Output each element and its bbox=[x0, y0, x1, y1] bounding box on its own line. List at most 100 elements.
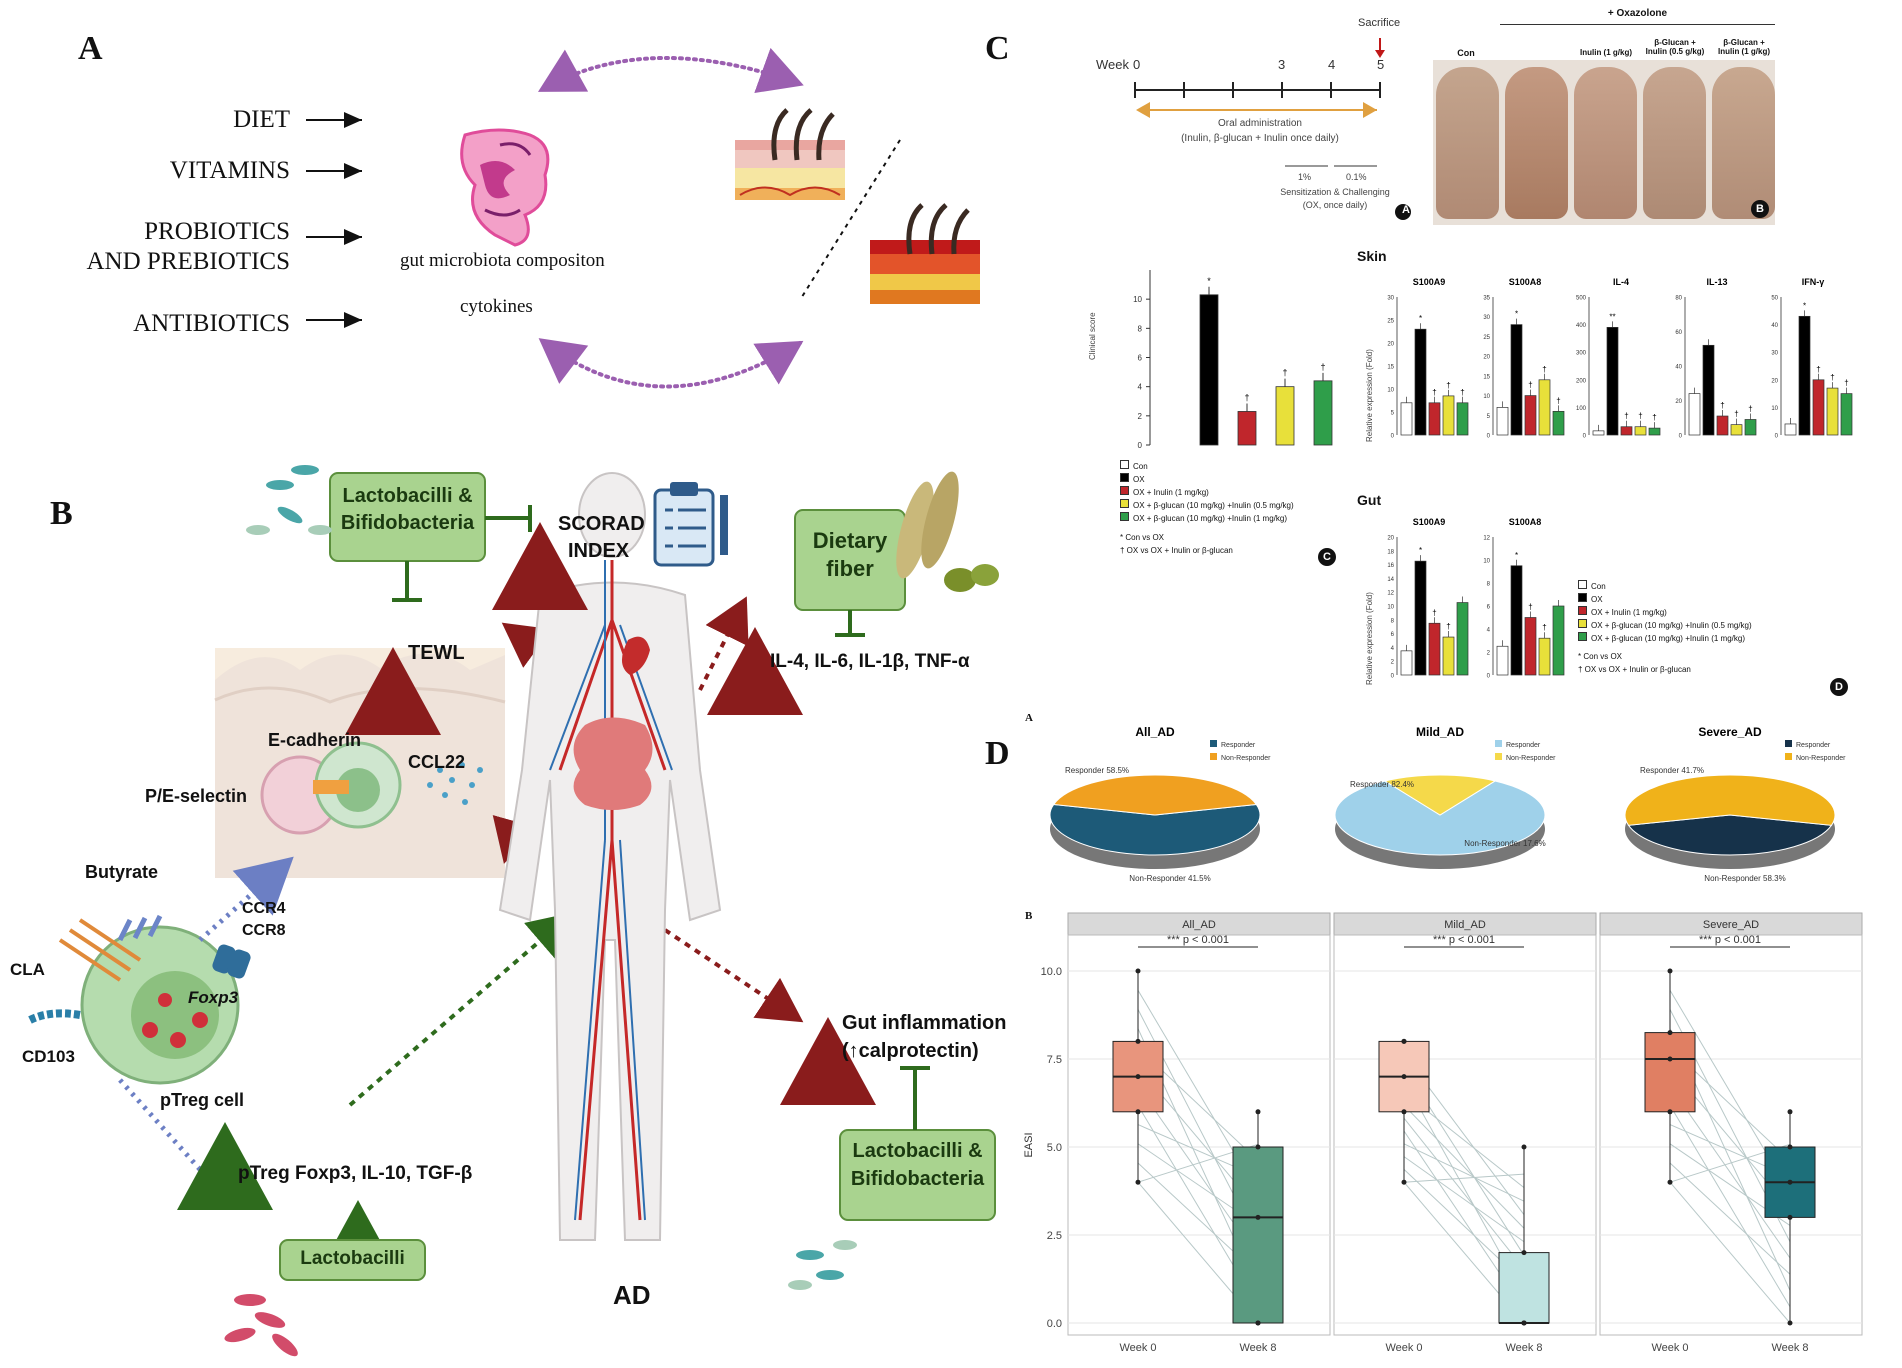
skin-bar bbox=[1456, 402, 1469, 436]
score-bar bbox=[1237, 411, 1257, 446]
gut-tick-label: 10 bbox=[1483, 559, 1490, 565]
skin-title: Skin bbox=[1357, 248, 1387, 264]
cd103-label: CD103 bbox=[22, 1047, 75, 1066]
facet-title: Mild_AD bbox=[1444, 919, 1486, 931]
gut-bar bbox=[1456, 602, 1469, 676]
skin-bar bbox=[1510, 324, 1523, 436]
grain-icon bbox=[896, 471, 999, 592]
arrow-to-selectin bbox=[198, 856, 294, 942]
score-legend-con: Con bbox=[1120, 460, 1294, 473]
cytokine-list-label: IL-4, IL-6, IL-1β, TNF-α bbox=[770, 651, 970, 672]
gut-legend-inulin: OX + Inulin (1 mg/kg) bbox=[1578, 606, 1752, 619]
lacto-bifido-bottom-line1: Lactobacilli & bbox=[852, 1140, 983, 1162]
sig-label: *** p < 0.001 bbox=[1167, 934, 1229, 946]
human-body-icon bbox=[498, 472, 722, 1241]
score-legend-bg05: OX + β-glucan (10 mg/kg) +Inulin (0.5 mg… bbox=[1120, 499, 1294, 512]
timeline-week-label: Week bbox=[1096, 57, 1129, 72]
skin-bar bbox=[1812, 379, 1825, 436]
skin-sig-mark: † bbox=[1556, 396, 1560, 405]
skin-tick-label: 5 bbox=[1391, 411, 1395, 417]
pie-legend-label: Responder bbox=[1796, 742, 1831, 749]
paired-line bbox=[1403, 1173, 1525, 1183]
skin-sig-mark: * bbox=[1419, 314, 1422, 323]
oxazolone-bar bbox=[1500, 24, 1775, 25]
skin-tick-label: 35 bbox=[1483, 296, 1490, 302]
photo-label-inulin: Inulin (1 g/kg) bbox=[1580, 48, 1632, 57]
box-point bbox=[1135, 1179, 1141, 1185]
oral-admin-line1: Oral administration bbox=[1218, 118, 1302, 129]
score-bar bbox=[1199, 294, 1219, 446]
box-point bbox=[1401, 1038, 1407, 1044]
factor-vitamins: VITAMINS bbox=[169, 157, 290, 184]
paired-line bbox=[1403, 1156, 1525, 1243]
skin-bar bbox=[1784, 423, 1797, 436]
sensitization-line1: Sensitization & Challenging bbox=[1280, 187, 1390, 197]
scorad-index-label: INDEX bbox=[568, 540, 630, 562]
mouse-photo-bg05 bbox=[1643, 67, 1706, 219]
ptreg-cell-icon bbox=[28, 914, 251, 1085]
pie-title: Mild_AD bbox=[1416, 725, 1464, 739]
gut-sig-mark: * bbox=[1515, 551, 1518, 560]
pie-legend-swatch bbox=[1495, 740, 1502, 747]
box bbox=[1232, 1146, 1284, 1324]
skin-bar bbox=[1798, 315, 1811, 436]
gut-tick-label: 20 bbox=[1387, 536, 1394, 542]
gut-tick-label: 8 bbox=[1487, 582, 1491, 588]
pie-slice-responder bbox=[1049, 803, 1261, 856]
skin-bar bbox=[1840, 393, 1853, 436]
pie-legend-swatch bbox=[1785, 753, 1792, 760]
box-xlabel: Week 8 bbox=[1505, 1342, 1542, 1354]
box-point bbox=[1521, 1320, 1527, 1326]
facet-panel bbox=[1067, 934, 1331, 1336]
gut-tick-label: 10 bbox=[1387, 605, 1394, 611]
gut-legend-bg05: OX + β-glucan (10 mg/kg) +Inulin (0.5 mg… bbox=[1578, 619, 1752, 632]
gut-bar bbox=[1414, 560, 1427, 676]
pie-label-nonresponder: Non-Responder 17.6% bbox=[1464, 839, 1545, 848]
score-legend: Con OX OX + Inulin (1 mg/kg) OX + β-gluc… bbox=[1120, 460, 1294, 557]
paired-line bbox=[1669, 1085, 1791, 1259]
skin-tick-label: 80 bbox=[1675, 296, 1682, 302]
photo-sub-letter: B bbox=[1751, 200, 1769, 218]
score-bar bbox=[1313, 380, 1333, 446]
clipboard-icon bbox=[653, 482, 728, 567]
skin-sig-mark: † bbox=[1432, 388, 1436, 397]
top-bidirectional-arrow bbox=[537, 47, 804, 94]
box-point bbox=[1521, 1144, 1527, 1150]
box-point bbox=[1787, 1214, 1793, 1220]
panel-a-graphics bbox=[306, 47, 980, 389]
pie-label-responder: Responder 58.5% bbox=[1065, 766, 1129, 775]
gut-sig-mark: † bbox=[1528, 603, 1532, 612]
skin-ylabel: Relative expression (Fold) bbox=[1365, 349, 1374, 442]
pie-slice-nonresponder bbox=[1052, 774, 1258, 816]
box-xlabel: Week 8 bbox=[1771, 1342, 1808, 1354]
box-point bbox=[1135, 1038, 1141, 1044]
box-ytick-label: 0.0 bbox=[1047, 1318, 1062, 1330]
box-point bbox=[1401, 1109, 1407, 1115]
skin-tick-label: 20 bbox=[1675, 399, 1682, 405]
gut-bar bbox=[1428, 622, 1441, 676]
box-point bbox=[1135, 1109, 1141, 1115]
skin-bar bbox=[1592, 430, 1605, 436]
ccr4-label: CCR4 bbox=[242, 900, 286, 917]
skin-tick-label: 20 bbox=[1483, 355, 1490, 361]
skin-sig-mark: † bbox=[1638, 412, 1642, 421]
mouse-photo-inulin bbox=[1574, 67, 1637, 219]
gut-inflammation-line2: (↑calprotectin) bbox=[842, 1040, 979, 1062]
skin-bar bbox=[1552, 410, 1565, 436]
gut-sig-mark: * bbox=[1419, 546, 1422, 555]
score-sig-mark: † bbox=[1282, 368, 1287, 378]
gut-bar bbox=[1496, 645, 1509, 676]
panel-b-graphics bbox=[28, 465, 999, 1357]
box-point bbox=[1255, 1320, 1261, 1326]
score-ytick-label: 8 bbox=[1138, 324, 1143, 333]
gut-tick-label: 6 bbox=[1487, 605, 1491, 611]
timeline-week-0: 0 bbox=[1133, 57, 1141, 72]
gut-bar bbox=[1510, 565, 1523, 676]
score-note-2: † OX vs OX + Inulin or β-glucan bbox=[1120, 546, 1233, 555]
box-point bbox=[1135, 968, 1141, 974]
skin-tick-label: 30 bbox=[1771, 351, 1778, 357]
paired-line bbox=[1669, 1105, 1791, 1308]
scorad-label: SCORAD bbox=[558, 513, 645, 535]
skin-bar bbox=[1744, 419, 1757, 436]
